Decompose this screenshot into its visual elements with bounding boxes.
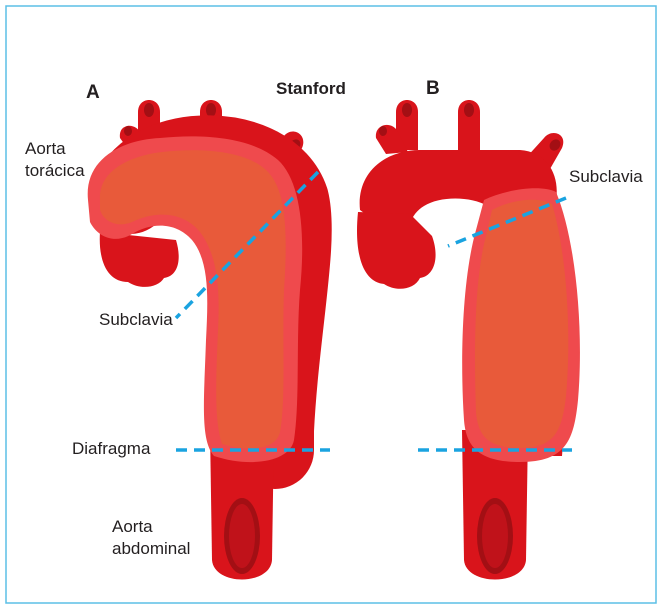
aorta-abdominal-label-line1: Aorta [112,516,153,537]
panel-b-label: B [426,78,440,99]
diafragma-label: Diafragma [72,438,150,459]
aorta-toracica-label-line2: torácica [25,160,85,181]
subclavia-b-label: Subclavia [569,166,643,187]
panel-a-label: A [86,82,100,103]
subclavia-a-label: Subclavia [99,309,173,330]
aorta-toracica-label-line1: Aorta [25,138,66,159]
aorta-abdominal-label-line2: abdominal [112,538,190,559]
diagram-title: Stanford [276,78,346,99]
